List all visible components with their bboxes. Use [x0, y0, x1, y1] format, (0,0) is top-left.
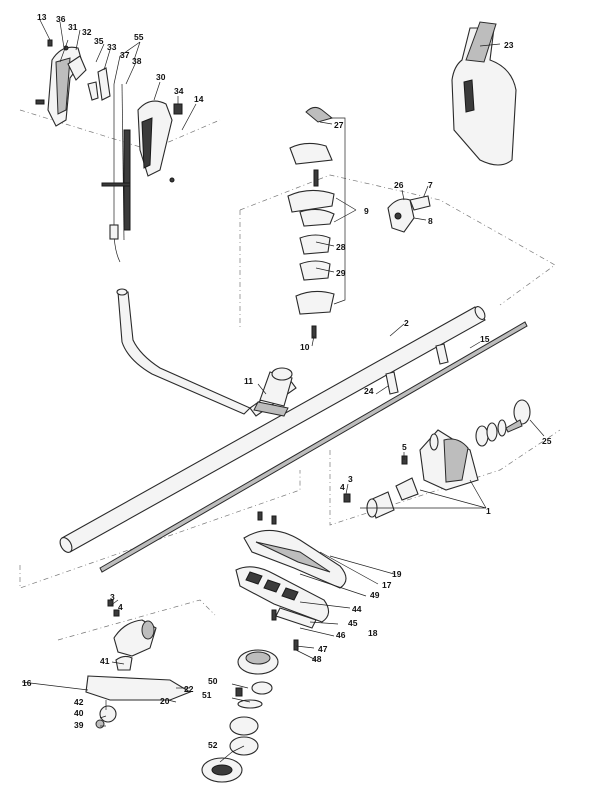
label-part-28: 28: [336, 242, 346, 252]
label-part-41: 41: [100, 656, 110, 666]
bracket-clamp: [387, 195, 431, 233]
leader-lines: [21, 19, 545, 763]
label-part-55: 55: [134, 32, 144, 42]
handle-cover: [137, 100, 183, 183]
label-part-50: 50: [208, 676, 218, 686]
label-part-15: 15: [480, 334, 490, 344]
label-part-14: 14: [194, 94, 204, 104]
label-part-13: 13: [37, 12, 47, 22]
label-part-42: 42: [74, 697, 84, 707]
label-part-1: 1: [486, 506, 491, 516]
label-part-20: 20: [160, 696, 170, 706]
part-numbers: 13 36 31 32 35 33 55 37 38 30 34 14 23 2…: [22, 12, 552, 750]
label-part-25: 25: [542, 436, 552, 446]
label-part-3-bottom: 3: [110, 592, 115, 602]
label-part-4-top: 4: [340, 482, 345, 492]
label-part-18: 18: [368, 628, 378, 638]
label-part-44: 44: [352, 604, 362, 614]
gear-head: [85, 599, 192, 729]
label-part-38: 38: [132, 56, 142, 66]
throttle-handle-assembly: [35, 39, 111, 127]
label-part-30: 30: [156, 72, 166, 82]
handle-grip: [253, 367, 293, 417]
label-part-24: 24: [364, 386, 374, 396]
label-part-36: 36: [56, 14, 66, 24]
label-part-47: 47: [318, 644, 328, 654]
label-part-26: 26: [394, 180, 404, 190]
label-part-34: 34: [174, 86, 184, 96]
label-part-52: 52: [208, 740, 218, 750]
label-part-46: 46: [336, 630, 346, 640]
label-part-27: 27: [334, 120, 344, 130]
shaft-tube: [59, 306, 486, 553]
label-part-10: 10: [300, 342, 310, 352]
label-part-19: 19: [392, 569, 402, 579]
label-part-3-top: 3: [348, 474, 353, 484]
label-part-16: 16: [22, 678, 32, 688]
label-part-40: 40: [74, 708, 84, 718]
inner-drive-shaft: [99, 321, 528, 573]
shaft-clamp: [385, 343, 449, 395]
label-part-51: 51: [202, 690, 212, 700]
label-part-49: 49: [370, 590, 380, 600]
label-part-4-bottom: 4: [118, 602, 123, 612]
label-part-17: 17: [382, 580, 392, 590]
bracket-stack: [287, 106, 346, 339]
trimmer-head: [201, 649, 279, 783]
label-part-39: 39: [74, 720, 84, 730]
label-part-2: 2: [404, 318, 409, 328]
shoulder-strap: [451, 21, 517, 166]
label-part-9: 9: [364, 206, 369, 216]
label-part-37: 37: [120, 50, 130, 60]
gear-housing: [343, 399, 531, 519]
label-part-29: 29: [336, 268, 346, 278]
label-part-8: 8: [428, 216, 433, 226]
label-part-22: 22: [184, 684, 194, 694]
label-part-32: 32: [82, 27, 92, 37]
blade-guard: [235, 511, 347, 651]
label-part-35: 35: [94, 36, 104, 46]
label-part-45: 45: [348, 618, 358, 628]
throttle-cable: [101, 83, 131, 263]
label-part-7: 7: [428, 180, 433, 190]
label-part-31: 31: [68, 22, 78, 32]
label-part-48: 48: [312, 654, 322, 664]
label-part-23: 23: [504, 40, 514, 50]
label-part-5: 5: [402, 442, 407, 452]
label-part-11: 11: [244, 376, 253, 386]
label-part-33: 33: [107, 42, 117, 52]
